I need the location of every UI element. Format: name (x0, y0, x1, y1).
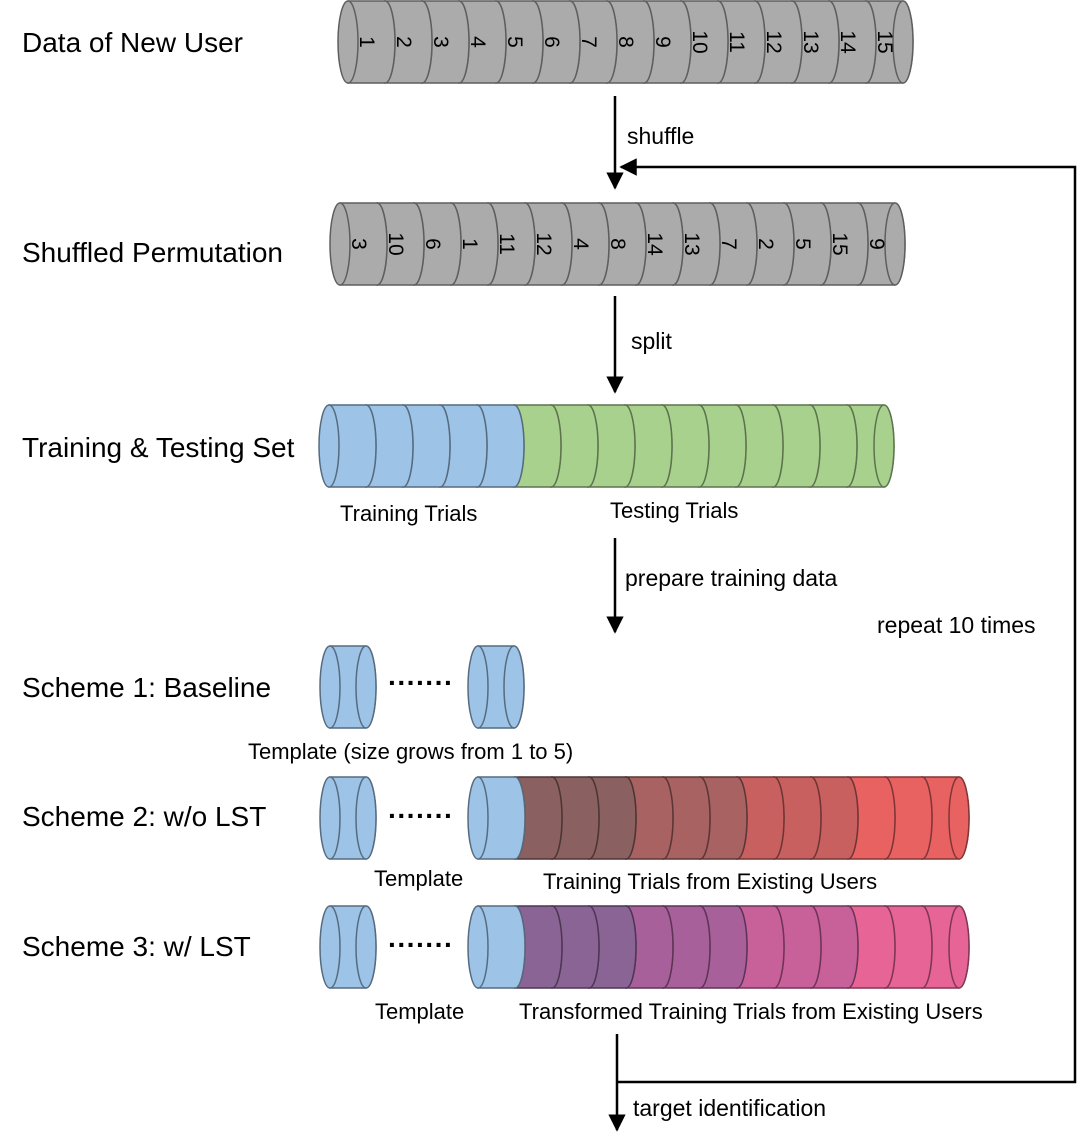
new-user-trial-number: 4 (466, 36, 489, 48)
new-user-trial-number: 15 (873, 30, 896, 53)
new-user-trial-number: 3 (429, 36, 452, 48)
row-label-data-of-new-user: Data of New User (22, 27, 243, 58)
training-trials-caption: Training Trials (340, 501, 477, 526)
shuffle-arrow-label: shuffle (627, 123, 694, 149)
shuffled-trial-number: 12 (532, 232, 555, 255)
new-user-trial-number: 9 (651, 36, 674, 48)
scheme2-cylinder (319, 776, 970, 860)
training-testing-cylinder (318, 404, 895, 488)
repeat-loop-label: repeat 10 times (877, 612, 1036, 638)
new-user-trial-number: 12 (762, 30, 785, 53)
scheme1-ellipsis: ······· (388, 667, 453, 698)
scheme2-template-caption: Template (374, 866, 463, 891)
new-user-trial-number: 10 (688, 30, 711, 53)
shuffled-trial-number: 4 (569, 238, 592, 250)
scheme3-disk-1 (467, 905, 526, 989)
shuffled-trial-number: 8 (606, 238, 629, 250)
row-label-shuffled-permutation: Shuffled Permutation (22, 237, 283, 268)
scheme3-transformed-caption: Transformed Training Trials from Existin… (519, 999, 983, 1024)
shuffled-trial-number: 11 (495, 233, 518, 255)
shuffled-trial-1: 3 (329, 202, 388, 286)
new-user-trial-number: 11 (725, 31, 748, 53)
shuffled-trial-number: 14 (643, 232, 666, 256)
scheme2-disk-1 (467, 776, 526, 860)
scheme1-template-disks (319, 645, 525, 729)
shuffled-trial-number: 6 (421, 238, 444, 250)
scheme2-template-disk-first (319, 776, 377, 860)
target-identification-arrow-label: target identification (633, 1095, 826, 1121)
new-user-trial-cylinder: 15 14 13 12 11 10 9 8 7 6 5 4 3 2 1 (337, 0, 914, 84)
repeat-loop-arrow (617, 158, 1077, 1084)
new-user-trial-number: 8 (614, 36, 637, 48)
new-user-trial-number: 2 (392, 36, 415, 48)
row-label-training-testing-set: Training & Testing Set (22, 432, 295, 463)
split-arrow-label: split (631, 328, 673, 354)
scheme3-cylinder (319, 905, 970, 989)
row-label-scheme2: Scheme 2: w/o LST (22, 801, 266, 832)
shuffled-trial-number: 1 (458, 238, 481, 250)
new-user-trial-number: 1 (355, 36, 378, 48)
row-label-scheme1: Scheme 1: Baseline (22, 672, 271, 703)
new-user-trial-1: 1 (337, 0, 396, 84)
scheme1-template-caption: Template (size grows from 1 to 5) (248, 739, 573, 764)
testing-trials-caption: Testing Trials (610, 498, 738, 523)
shuffled-trial-number: 5 (791, 238, 814, 250)
shuffled-trial-number: 9 (865, 238, 888, 250)
new-user-trial-number: 5 (503, 36, 526, 48)
shuffled-trial-number: 2 (754, 238, 777, 250)
scheme2-existing-users-caption: Training Trials from Existing Users (543, 869, 877, 894)
prepare-training-data-arrow-label: prepare training data (625, 565, 837, 591)
shuffled-trial-number: 10 (384, 232, 407, 255)
shuffled-trial-number: 13 (680, 232, 703, 255)
new-user-trial-number: 7 (577, 36, 600, 48)
scheme3-template-disk-first (319, 905, 377, 989)
scheme1-template-disk-last (467, 645, 525, 729)
new-user-trial-number: 13 (799, 30, 822, 53)
new-user-trial-number: 14 (836, 30, 859, 54)
scheme3-ellipsis: ······· (388, 929, 453, 960)
scheme2-ellipsis: ······· (388, 800, 453, 831)
row-label-scheme3: Scheme 3: w/ LST (22, 931, 251, 962)
shuffled-trial-number: 3 (347, 238, 370, 250)
train-test-trial-1 (318, 404, 377, 488)
scheme3-template-caption: Template (375, 999, 464, 1024)
scheme1-template-disk-first (319, 645, 377, 729)
shuffled-trial-number: 7 (717, 238, 740, 250)
new-user-trial-number: 6 (540, 36, 563, 48)
shuffled-trial-number: 15 (828, 232, 851, 255)
